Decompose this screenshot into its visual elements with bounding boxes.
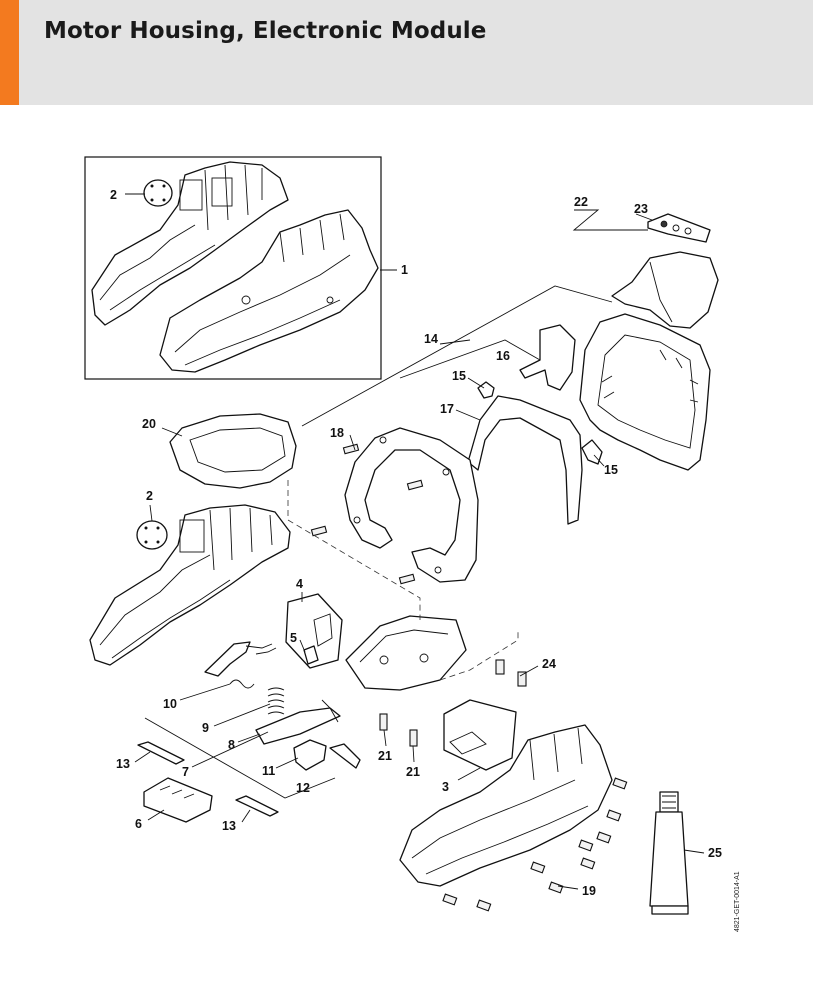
- electronic-module[interactable]: [345, 615, 467, 691]
- callout-24: 24: [542, 657, 556, 671]
- callout-15: 15: [452, 369, 466, 383]
- control-panel-label[interactable]: [647, 213, 711, 243]
- callout-18: 18: [330, 426, 344, 440]
- callout-16: 16: [496, 349, 510, 363]
- callout-25: 25: [708, 846, 722, 860]
- spring-rod-17[interactable]: [467, 395, 583, 525]
- callout-9: 9: [202, 721, 209, 735]
- callout-11: 11: [262, 764, 275, 778]
- slider-8[interactable]: [255, 699, 341, 745]
- exploded-parts-diagram: 1 2 2 3 4 5 6 7 8 9 10 11 12 13 13 14 15…: [84, 156, 741, 932]
- motor-housing-inset[interactable]: [159, 209, 379, 373]
- callout-7: 7: [182, 765, 189, 779]
- callout-2: 2: [146, 489, 153, 503]
- callout-2: 2: [110, 188, 117, 202]
- trigger-switch-16[interactable]: [519, 324, 576, 391]
- callout-5: 5: [290, 631, 297, 645]
- seal-13-lower[interactable]: [235, 795, 279, 817]
- page-title: Motor Housing, Electronic Module: [44, 18, 487, 44]
- callout-12: 12: [296, 781, 310, 795]
- screws-21[interactable]: [379, 713, 418, 747]
- callout-4: 4: [296, 577, 303, 591]
- assembly-line-module: [439, 630, 519, 681]
- callout-10: 10: [163, 697, 177, 711]
- bracket-10[interactable]: [204, 641, 277, 677]
- leader-lines: [125, 193, 705, 890]
- spring-9[interactable]: [229, 679, 255, 689]
- screws-19[interactable]: [442, 777, 628, 912]
- callout-13: 13: [222, 819, 236, 833]
- lever-11[interactable]: [293, 739, 327, 771]
- callout-6: 6: [135, 817, 142, 831]
- connector-6[interactable]: [143, 777, 213, 823]
- insert-5[interactable]: [303, 645, 319, 665]
- rubber-plug-inset[interactable]: [143, 179, 173, 207]
- callout-13: 13: [116, 757, 130, 771]
- screws-18[interactable]: [310, 443, 424, 585]
- assembly-inset-frame: [84, 156, 382, 380]
- callout-labels: 1 2 2 3 4 5 6 7 8 9 10 11 12 13 13 14 15…: [110, 188, 722, 898]
- callout-19: 19: [582, 884, 596, 898]
- switch-4[interactable]: [285, 593, 343, 669]
- page-header: Motor Housing, Electronic Module: [0, 0, 813, 105]
- screws-24[interactable]: [495, 659, 527, 687]
- bow-handle[interactable]: [344, 427, 479, 583]
- filter-3[interactable]: [443, 699, 517, 771]
- rear-handle-frame[interactable]: [579, 313, 711, 471]
- rod-12[interactable]: [329, 743, 361, 769]
- callout-8: 8: [228, 738, 235, 752]
- spring-compression[interactable]: [267, 687, 285, 715]
- motor-housing-lower[interactable]: [399, 724, 613, 887]
- callout-1: 1: [401, 263, 408, 277]
- header-accent-bar: [0, 0, 19, 105]
- callout-15: 15: [604, 463, 618, 477]
- callout-3: 3: [442, 780, 449, 794]
- housing-half-left[interactable]: [89, 504, 291, 666]
- callout-20: 20: [142, 417, 156, 431]
- drawing-code: 4821-GET-0014-A1: [734, 871, 741, 932]
- seal-13-upper[interactable]: [137, 741, 185, 765]
- clip-15-upper[interactable]: [477, 381, 495, 399]
- rubber-plug-2[interactable]: [136, 520, 168, 550]
- callout-17: 17: [440, 402, 454, 416]
- housing-half-inset[interactable]: [91, 161, 289, 326]
- grease-tube-25[interactable]: [649, 791, 689, 915]
- callout-21: 21: [378, 749, 392, 763]
- handle-cover[interactable]: [611, 251, 719, 329]
- assembly-line-cover: [287, 480, 421, 620]
- callout-14: 14: [424, 332, 438, 346]
- callout-21: 21: [406, 765, 420, 779]
- housing-cover-20[interactable]: [169, 413, 297, 489]
- callout-22: 22: [574, 195, 588, 209]
- callout-23: 23: [634, 202, 648, 216]
